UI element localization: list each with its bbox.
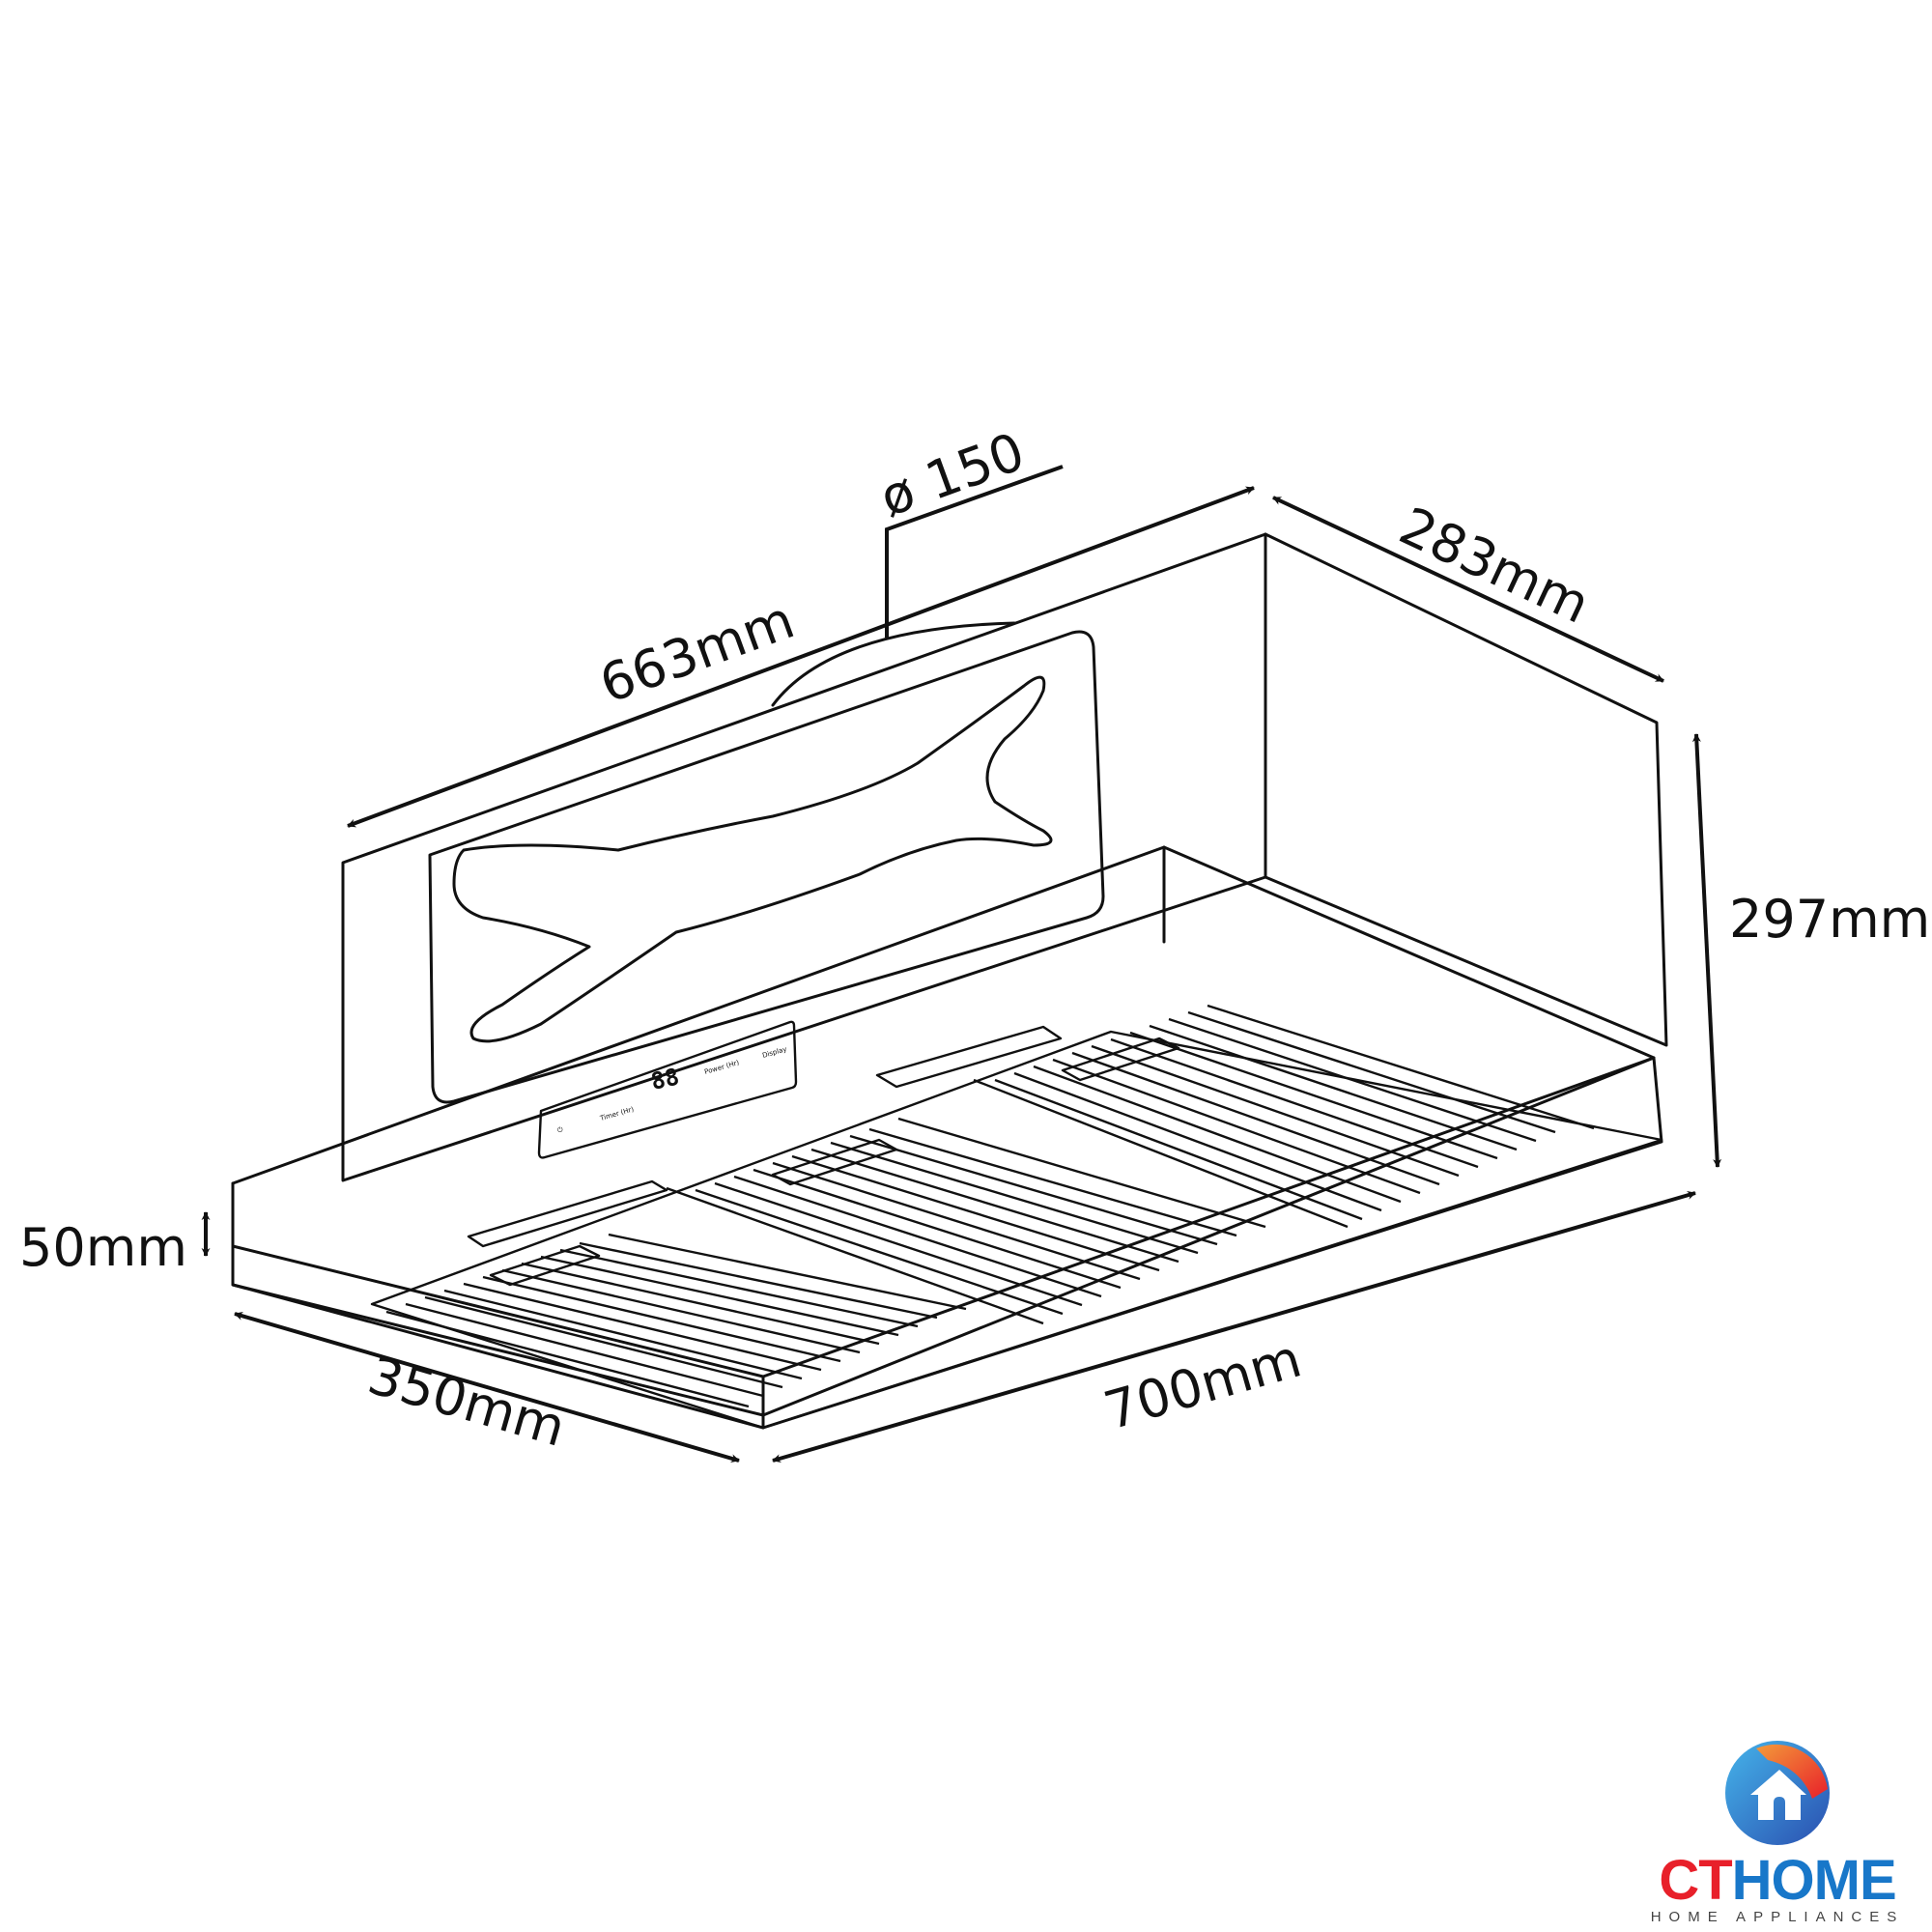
- label-base-width: 700mm: [1097, 1328, 1308, 1442]
- label-base-height: 50mm: [19, 1217, 187, 1278]
- brand-home: HOME: [1731, 1849, 1897, 1912]
- power-button-icon[interactable]: ⏻: [557, 1126, 563, 1134]
- svg-text:Timer (Hr): Timer (Hr): [598, 1105, 635, 1122]
- house-logo-icon: [1725, 1741, 1830, 1845]
- label-duct-diameter: ø 150: [872, 421, 1033, 529]
- light-strips: [467, 1025, 1063, 1248]
- control-panel: ⏻ Timer (Hr) 88 Power (Hr) Display: [537, 1020, 798, 1159]
- vent-louver-icon: [452, 675, 1053, 1043]
- brand-ct: CT: [1659, 1849, 1732, 1912]
- dimension-lines: [201, 465, 1722, 1463]
- label-total-height: 297mm: [1729, 889, 1930, 950]
- svg-text:Display: Display: [761, 1045, 787, 1060]
- cthome-logo: CTHOME HOME APPLIANCES: [1633, 1739, 1922, 1927]
- lower-housing: [231, 845, 1663, 1430]
- brand-tagline: HOME APPLIANCES: [1650, 1909, 1905, 1925]
- seven-segment-display: 88: [648, 1063, 681, 1094]
